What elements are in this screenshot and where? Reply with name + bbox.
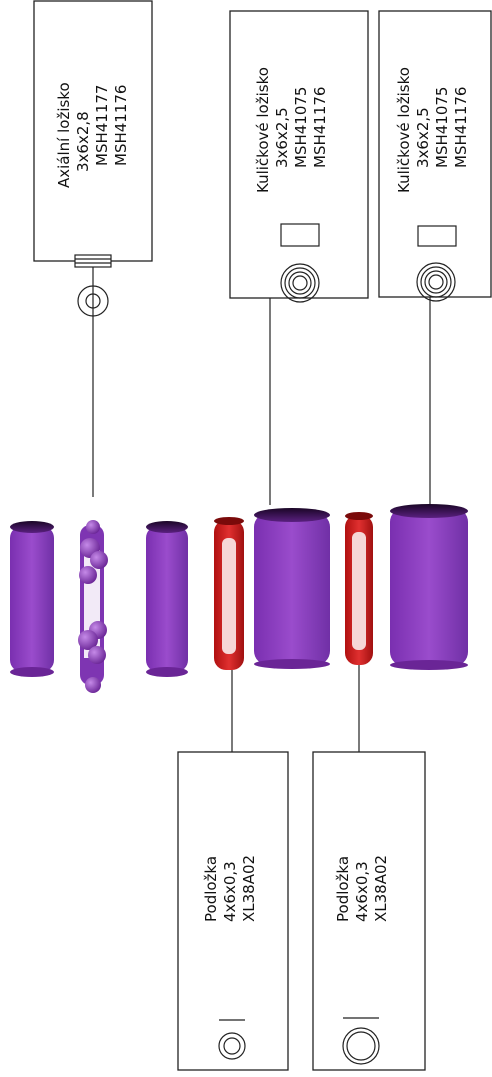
ball-bearing-part: [390, 504, 468, 670]
label-line-2: 3x6x2,8: [74, 111, 92, 172]
label-line-2: 3x6x2,5: [273, 107, 291, 168]
label-line-4: MSH41176: [112, 85, 130, 166]
ball-bearing-icon: [280, 223, 320, 303]
label-line-2: 3x6x2,5: [414, 107, 432, 168]
svg-text:Kuličkové ložisko 3x6x2,: Kuličkové ložisko 3x6x2,5 MSH41075 MSH41…: [395, 62, 470, 193]
label-line-3: MSH41075: [292, 87, 310, 168]
label-line-2: 4x6x0,3: [353, 861, 371, 922]
svg-text:Podložka 4x6x0,3 X: Podložka 4x6x0,3 XL38A02: [334, 851, 390, 922]
red-washer-part: [214, 517, 244, 670]
ball-bearing-part: [254, 508, 330, 669]
label-line-1: Podložka: [202, 856, 220, 922]
callout-washer-2: Podložka 4x6x0,3 XL38A02: [312, 665, 426, 1071]
label-line-4: MSH41176: [452, 87, 470, 168]
red-washer-part: [345, 512, 373, 665]
ball-cage-part: [78, 520, 108, 693]
callout-box: [33, 0, 153, 262]
label-line-1: Kuličkové ložisko: [254, 67, 272, 193]
label-line-1: Axiální ložisko: [55, 82, 73, 188]
svg-text:Axiální ložisko 3x6x2,8: Axiální ložisko 3x6x2,8 MSH41177 MSH4117…: [55, 78, 130, 188]
callout-ball-bearing-2: Kuličkové ložisko 3x6x2,5 MSH41075 MSH41…: [378, 10, 492, 508]
thrust-washer-part: [10, 521, 54, 677]
label-line-3: MSH41177: [93, 85, 111, 166]
ball-bearing-icon: [416, 225, 457, 302]
callout-ball-bearing-1: Kuličkové ložisko 3x6x2,5 MSH41075 MSH41…: [229, 10, 369, 505]
label-line-1: Podložka: [334, 856, 352, 922]
callout-box: [229, 10, 369, 299]
axial-bearing-icon: [74, 254, 112, 317]
callout-axial-bearing: Axiální ložisko 3x6x2,8 MSH41177 MSH4117…: [33, 0, 153, 497]
callout-box: [177, 751, 289, 1071]
exploded-parts: [10, 504, 468, 693]
svg-text:Kuličkové ložisko 3x6x2,: Kuličkové ložisko 3x6x2,5 MSH41075 MSH41…: [254, 62, 329, 193]
label-line-4: MSH41176: [311, 87, 329, 168]
label-line-1: Kuličkové ložisko: [395, 67, 413, 193]
washer-icon: [218, 1019, 246, 1060]
label-line-2: 4x6x0,3: [221, 861, 239, 922]
label-line-3: XL38A02: [240, 855, 258, 922]
thrust-washer-part: [146, 521, 188, 677]
label-line-3: XL38A02: [372, 855, 390, 922]
callout-box: [312, 751, 426, 1071]
callout-box: [378, 10, 492, 298]
label-line-3: MSH41075: [433, 87, 451, 168]
callout-washer-1: Podložka 4x6x0,3 XL38A02: [177, 670, 289, 1071]
svg-text:Podložka 4x6x0,3 X: Podložka 4x6x0,3 XL38A02: [202, 851, 258, 922]
washer-icon: [342, 1017, 380, 1065]
